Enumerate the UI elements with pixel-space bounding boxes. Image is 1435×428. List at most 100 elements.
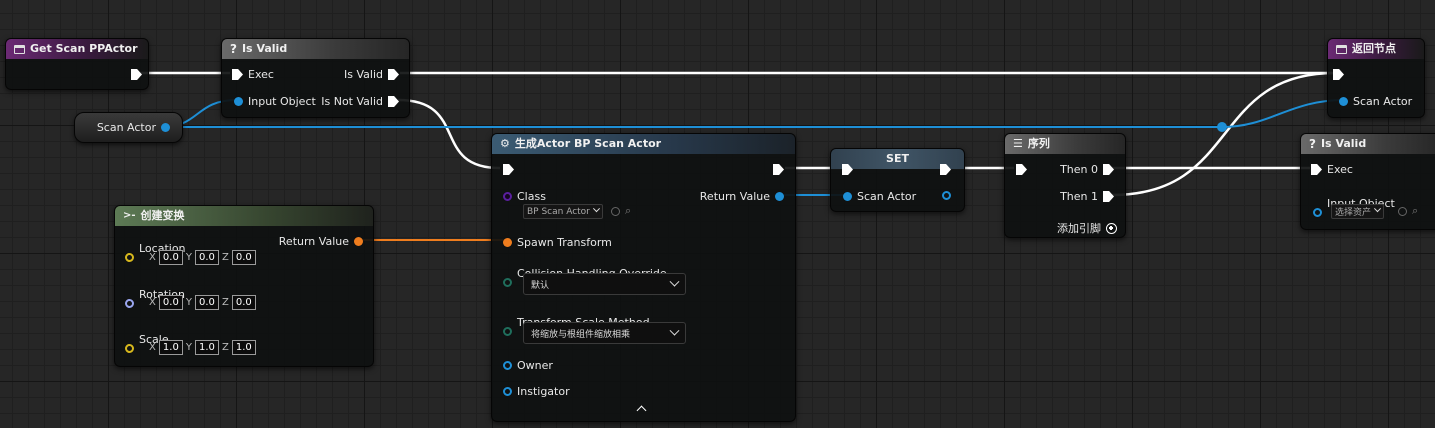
get-scan-ppactor-node[interactable]: Get Scan PPActor [5,38,149,90]
scale-y-input[interactable]: 1.0 [194,340,219,355]
then1-row[interactable]: Then 1 [1060,190,1114,203]
is-valid-out-row[interactable]: Is Valid [344,68,399,81]
scale-method-dropdown[interactable]: 将缩放与根组件缩放相乘 [523,322,686,344]
node-header: >- 创建变换 [115,206,373,226]
exec-in-row[interactable]: Exec [232,68,274,81]
scale-x-input[interactable]: 1.0 [158,340,183,355]
axis-label: X [149,252,156,263]
exec-in-pin[interactable] [503,164,514,175]
scale-z-input[interactable]: 1.0 [231,340,256,355]
scan-actor-row[interactable]: Scan Actor [1339,95,1412,108]
axis-label: Y [185,342,192,353]
then0-row[interactable]: Then 0 [1060,163,1114,176]
vector-pin[interactable] [125,344,134,353]
plus-icon [1106,222,1117,234]
asset-dropdown[interactable]: 选择资产 [1331,204,1385,219]
chevron-down-icon [1373,205,1382,213]
node-title: 生成Actor BP Scan Actor [514,137,662,150]
pin-label: Class [517,190,546,203]
spawn-actor-node[interactable]: ⚙ 生成Actor BP Scan Actor Class BP Scan Ac… [491,133,796,422]
node-header: ? Is Valid [1301,134,1435,154]
object-pin[interactable] [1339,97,1348,106]
use-selected-icon[interactable] [1398,207,1407,216]
return-value-row[interactable]: Return Value [700,190,784,203]
is-not-valid-out-row[interactable]: Is Not Valid [321,95,399,108]
object-pin[interactable] [843,192,852,201]
exec-out-pin[interactable] [388,69,399,80]
object-pin[interactable] [503,387,512,396]
enum-pin[interactable] [503,327,512,336]
axis-label: X [149,342,156,353]
set-node[interactable]: SET Scan Actor [830,148,965,212]
pin-label: Owner [517,359,553,372]
spawn-transform-row[interactable]: Spawn Transform [503,236,612,249]
var-row: Scan Actor [97,121,170,134]
object-pin[interactable] [503,361,512,370]
chevron-down-icon [592,205,600,213]
sequence-icon: ☰ [1013,137,1023,150]
node-title: SET [886,152,909,165]
sequence-node[interactable]: ☰ 序列 Then 0 Then 1 添加引脚 [1004,133,1126,238]
exec-in-pin[interactable] [1311,164,1322,175]
exec-in-pin[interactable] [842,164,853,175]
asset-value: 选择资产 [1335,208,1372,218]
object-pin[interactable] [234,97,243,106]
function-icon [1336,44,1347,54]
add-pin-button[interactable]: 添加引脚 [1057,220,1117,236]
class-pin[interactable] [503,192,512,201]
object-pin[interactable] [1313,208,1322,217]
pin-label: Exec [248,68,274,81]
exec-out-pin[interactable] [388,96,399,107]
reroute-knot [1217,122,1227,132]
collision-dropdown[interactable]: 默认 [523,273,686,295]
object-out-pin[interactable] [775,192,784,201]
return-node[interactable]: 返回节点 Scan Actor [1327,38,1425,118]
rotator-pin[interactable] [125,299,134,308]
scan-actor-variable-node[interactable]: Scan Actor [74,112,183,143]
question-icon: ? [1309,137,1316,151]
return-value-row[interactable]: Return Value [279,235,363,248]
object-out-pin[interactable] [942,191,951,200]
search-icon[interactable]: ⌕ [1412,204,1419,217]
rotation-z-input[interactable]: 0.0 [231,295,256,310]
instigator-row[interactable]: Instigator [503,385,570,398]
enum-pin[interactable] [503,278,512,287]
exec-out-pin[interactable] [940,164,951,175]
is-valid-node-2[interactable]: ? Is Valid Exec Input Object 选择资产 ⌕ [1300,133,1435,230]
rotation-x-input[interactable]: 0.0 [158,295,183,310]
class-row[interactable]: Class [503,190,546,203]
collapse-chevron-icon[interactable] [636,405,647,416]
search-icon[interactable]: ⌕ [625,204,632,217]
exec-wire-notvalid-to-spawn [397,98,501,170]
exec-out-pin[interactable] [773,164,784,175]
exec-out-pin[interactable] [131,69,142,80]
location-z-input[interactable]: 0.0 [231,250,256,265]
exec-in-pin[interactable] [232,69,243,80]
exec-in-pin[interactable] [1016,164,1027,175]
location-x-input[interactable]: 0.0 [158,250,183,265]
vector-pin[interactable] [125,253,134,262]
pure-function-icon: >- [123,210,136,221]
rotation-y-input[interactable]: 0.0 [194,295,219,310]
class-dropdown[interactable]: BP Scan Actor [523,204,603,219]
axis-label: Z [221,252,229,263]
exec-in-row[interactable]: Exec [1311,163,1353,176]
make-transform-node[interactable]: >- 创建变换 Location X0.0 Y0.0 Z0.0 Rotation… [114,205,374,367]
axis-label: X [149,297,156,308]
node-title: Get Scan PPActor [30,42,138,55]
use-selected-icon[interactable] [611,207,620,216]
transform-pin[interactable] [503,238,512,247]
owner-row[interactable]: Owner [503,359,553,372]
exec-out-pin[interactable] [1103,191,1114,202]
node-header: ☰ 序列 [1005,134,1125,154]
node-title: 序列 [1027,137,1050,150]
input-object-row[interactable]: Input Object [234,95,316,108]
is-valid-node[interactable]: ? Is Valid Exec Input Object Is Valid Is… [221,38,410,118]
transform-out-pin[interactable] [354,237,363,246]
location-y-input[interactable]: 0.0 [194,250,219,265]
exec-in-pin[interactable] [1333,69,1344,80]
scan-actor-row[interactable]: Scan Actor [843,190,916,203]
object-out-pin[interactable] [161,123,170,132]
exec-out-pin[interactable] [1103,164,1114,175]
